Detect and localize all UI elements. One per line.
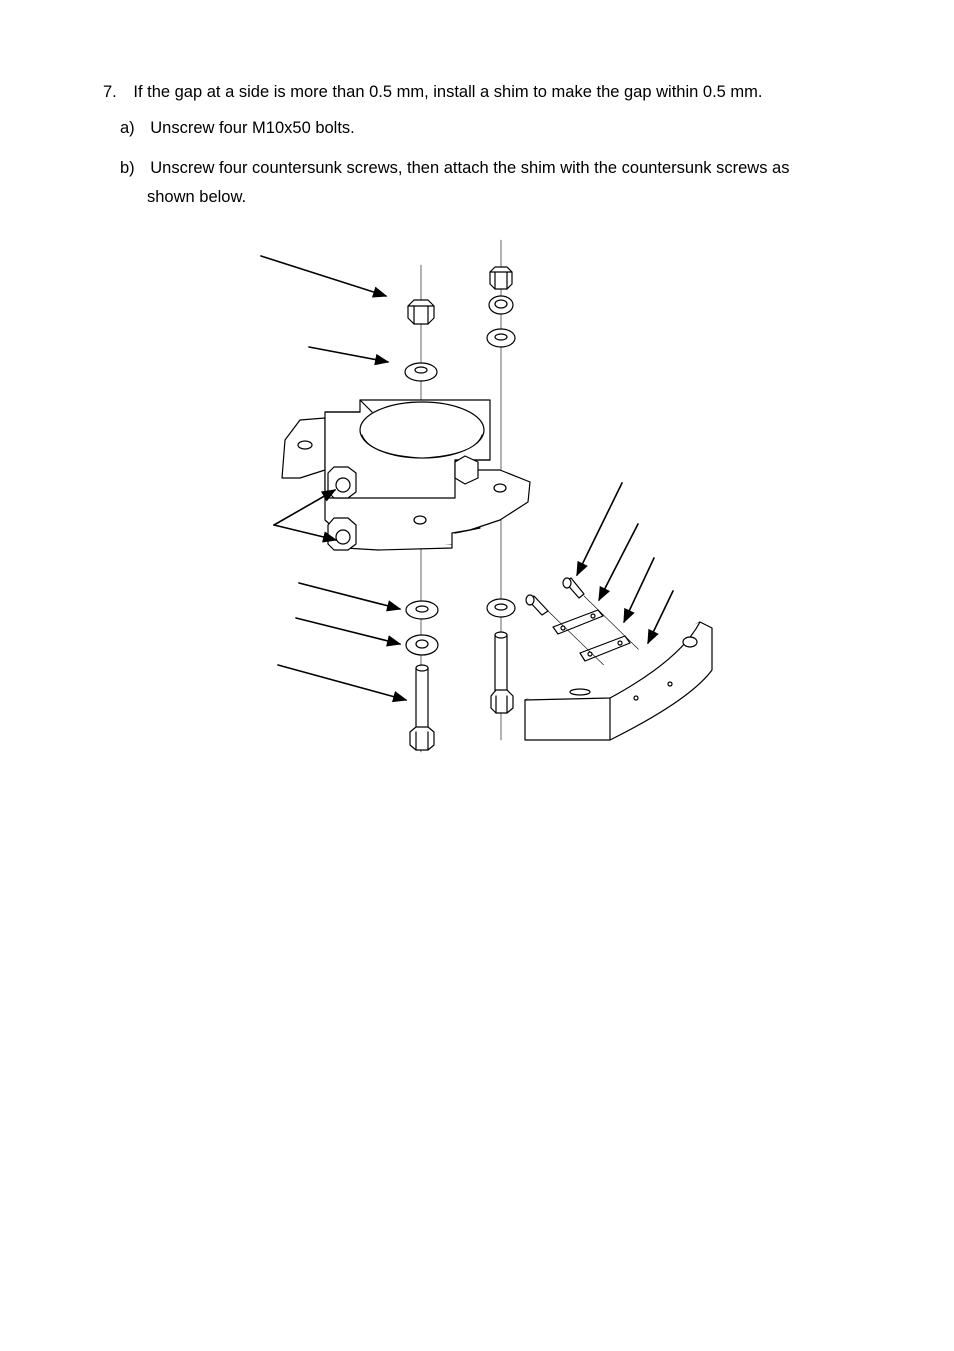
washer-left-top (404, 362, 438, 382)
step-line: 7. If the gap at a side is more than 0.5… (103, 83, 763, 102)
bracket-bolt-upper (327, 466, 357, 499)
substep-a: a) Unscrew four M10x50 bolts. (120, 119, 355, 138)
step-text: If the gap at a side is more than 0.5 mm… (133, 83, 763, 101)
arrow-to-shim-2 (623, 557, 655, 624)
arrow-to-bolt-upper (273, 489, 337, 526)
arrow-to-washer-bottom-1 (298, 582, 402, 612)
arrow-to-bolt-lower (273, 524, 338, 543)
arrow-to-washer (308, 346, 390, 366)
hex-nut-left (407, 299, 435, 325)
washer-right-bottom (486, 598, 516, 618)
arrow-to-countersunk-screw (576, 482, 623, 577)
arrow-to-bolt (277, 664, 408, 703)
arrow-to-nut (260, 255, 388, 298)
substep-b-text: Unscrew four countersunk screws, then at… (150, 159, 790, 177)
substep-b-label: b) (120, 159, 135, 177)
substep-b: b) Unscrew four countersunk screws, then… (120, 159, 789, 178)
clamp-bracket (281, 399, 531, 551)
callout-arrows-left (260, 255, 408, 703)
arrow-to-shim-3 (647, 590, 674, 645)
bolt-left (409, 664, 435, 751)
substep-a-text: Unscrew four M10x50 bolts. (150, 119, 355, 137)
step-number: 7. (103, 83, 117, 101)
countersunk-screw-1 (562, 577, 585, 599)
arrow-to-shim-1 (598, 523, 639, 602)
arrow-to-washer-bottom-2 (295, 617, 402, 647)
washer-left-bottom-2 (405, 634, 439, 656)
substep-b-continuation: shown below. (147, 188, 247, 206)
substep-a-label: a) (120, 119, 135, 137)
callout-arrows-right (576, 482, 674, 645)
countersunk-screw-2 (525, 594, 549, 616)
washer-right-top-1 (488, 295, 514, 315)
washer-left-bottom-1 (405, 600, 439, 620)
washer-right-top-2 (486, 328, 516, 348)
shim-plate-1 (552, 609, 604, 635)
hex-nut-right (489, 266, 513, 290)
bracket-bolt-lower (327, 517, 357, 551)
bolt-right (490, 631, 514, 714)
